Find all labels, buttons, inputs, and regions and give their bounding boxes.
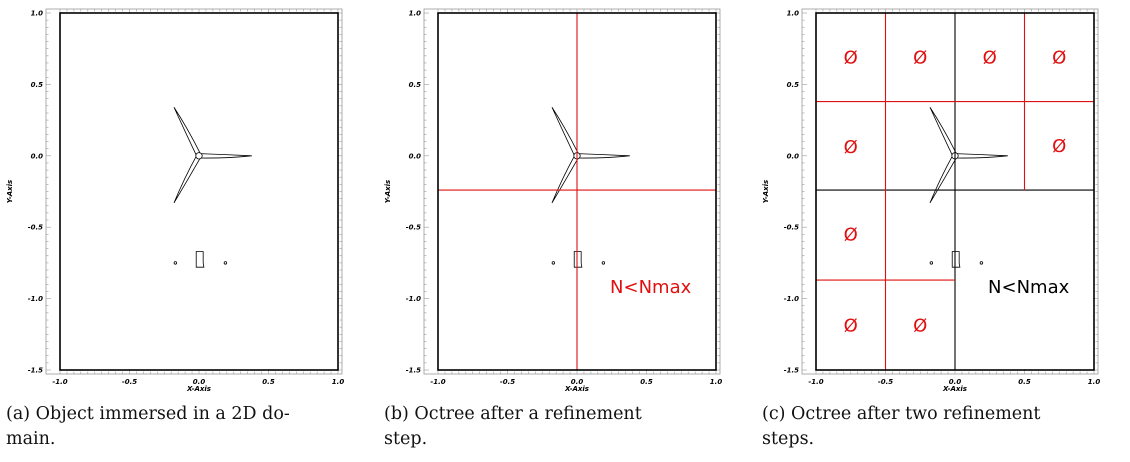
domain-frame <box>815 12 1095 371</box>
minor-ticks <box>424 9 720 374</box>
empty-cell-label: Ø <box>983 47 997 68</box>
cell-count-label: N<Nmax <box>988 277 1070 298</box>
y-tick-label: -1.5 <box>406 367 421 375</box>
y-tick-label: -1.5 <box>28 367 43 375</box>
empty-cell-label: Ø <box>913 316 927 337</box>
domain-frame <box>59 12 339 371</box>
empty-cell-label: Ø <box>844 137 858 158</box>
small-sphere-right <box>223 261 228 265</box>
y-tick-label: 0.0 <box>409 152 422 160</box>
plot-a: -1.0 -0.5 0.0 0.5 1.0 1.0 0.5 0.0 -0.5 -1.0 -1.5X-… <box>6 8 345 393</box>
small-body <box>573 251 583 268</box>
propeller-blade <box>173 107 202 157</box>
immersed-object <box>551 107 630 268</box>
domain-frame <box>437 12 717 371</box>
small-body <box>951 251 961 268</box>
x-tick-label: 0.0 <box>949 378 962 386</box>
x-tick-label: 1.0 <box>332 378 345 386</box>
small-sphere-right <box>601 261 606 265</box>
y-tick-label: 1.0 <box>787 10 800 18</box>
caption-a-line-2: main. <box>6 429 56 449</box>
x-axis-title: X-Axis <box>564 385 589 393</box>
minor-ticks <box>46 9 342 374</box>
y-tick-label: -1.0 <box>28 295 43 303</box>
y-tick-label: 0.0 <box>31 152 44 160</box>
y-tick-label: 1.0 <box>31 10 44 18</box>
propeller-blade <box>198 153 252 159</box>
minor-ticks <box>802 9 1098 374</box>
empty-cell-label: Ø <box>844 316 858 337</box>
immersed-object <box>173 107 252 268</box>
plot-b: -1.0 -0.5 0.0 0.5 1.0 1.0 0.5 0.0 -0.5 -1.0 -1.5X-… <box>384 8 723 393</box>
axis-box <box>45 8 343 375</box>
caption-b-line-2: step. <box>384 429 428 449</box>
empty-cell-label: Ø <box>1052 47 1066 68</box>
y-axis-title: Y-Axis <box>762 180 770 203</box>
axis-box <box>423 8 721 375</box>
propeller-blade <box>929 154 958 204</box>
small-sphere-left <box>551 261 556 265</box>
x-tick-label: -0.5 <box>500 378 515 386</box>
y-tick-label: -1.0 <box>406 295 421 303</box>
propeller-blade <box>551 107 580 157</box>
x-tick-label: 1.0 <box>710 378 723 386</box>
empty-cell-label: Ø <box>913 47 927 68</box>
caption-b-line-1: (b) Octree after a refinement <box>384 404 642 424</box>
propeller-blade <box>551 154 580 204</box>
small-sphere-right <box>979 261 984 265</box>
x-tick-label: -1.0 <box>808 378 823 386</box>
x-tick-label: -1.0 <box>52 378 67 386</box>
caption-a: (a) Object immersed in a 2D do- main. <box>6 402 336 452</box>
empty-cell-label: Ø <box>844 224 858 245</box>
x-tick-label: 0.0 <box>193 378 206 386</box>
caption-b: (b) Octree after a refinement step. <box>384 402 714 452</box>
x-axis-title: X-Axis <box>186 385 211 393</box>
x-tick-label: 0.5 <box>1018 378 1031 386</box>
x-tick-label: 1.0 <box>1088 378 1101 386</box>
small-sphere-left <box>173 261 178 265</box>
y-tick-label: 1.0 <box>409 10 422 18</box>
empty-cell-label: Ø <box>1052 136 1066 157</box>
small-sphere-left <box>929 261 934 265</box>
immersed-object <box>929 107 1008 268</box>
y-tick-label: -1.5 <box>784 367 799 375</box>
propeller-blade <box>954 153 1008 159</box>
y-tick-label: -0.5 <box>406 224 421 232</box>
x-tick-label: -0.5 <box>122 378 137 386</box>
x-tick-label: -1.0 <box>430 378 445 386</box>
x-tick-label: 0.0 <box>571 378 584 386</box>
x-tick-label: -0.5 <box>878 378 893 386</box>
plot-c: -1.0 -0.5 0.0 0.5 1.0 1.0 0.5 0.0 -0.5 -1.0 -1.5X-… <box>762 8 1101 393</box>
x-tick-label: 0.5 <box>640 378 653 386</box>
small-body <box>195 251 205 268</box>
caption-c-line-2: steps. <box>762 429 815 449</box>
propeller-blade <box>929 107 958 157</box>
y-tick-label: -1.0 <box>784 295 799 303</box>
caption-c: (c) Octree after two refinement steps. <box>762 402 1092 452</box>
caption-a-line-1: (a) Object immersed in a 2D do- <box>6 404 290 424</box>
y-tick-label: 0.5 <box>31 81 44 89</box>
y-axis-title: Y-Axis <box>6 180 14 203</box>
caption-c-line-1: (c) Octree after two refinement <box>762 404 1041 424</box>
empty-cell-label: Ø <box>844 47 858 68</box>
x-tick-label: 0.5 <box>262 378 275 386</box>
propeller-hub <box>195 152 203 160</box>
x-axis-title: X-Axis <box>942 385 967 393</box>
propeller-blade <box>576 153 630 159</box>
y-tick-label: -0.5 <box>784 224 799 232</box>
y-axis-title: Y-Axis <box>384 180 392 203</box>
y-tick-label: 0.0 <box>787 152 800 160</box>
y-tick-label: 0.5 <box>787 81 800 89</box>
propeller-blade <box>173 154 202 204</box>
cell-count-label: N<Nmax <box>610 277 692 298</box>
y-tick-label: -0.5 <box>28 224 43 232</box>
y-tick-label: 0.5 <box>409 81 422 89</box>
